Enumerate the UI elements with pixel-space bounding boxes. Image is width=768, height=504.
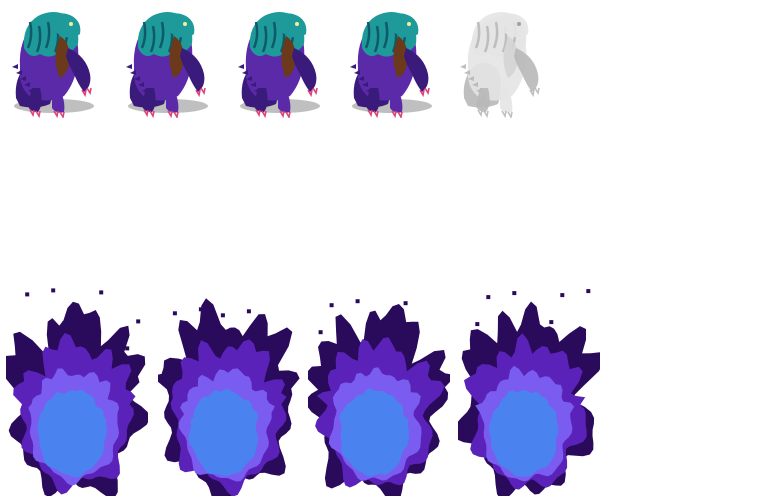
purple-flame-frame-3 [308,299,450,496]
werebear-frame-1 [12,12,94,118]
werebear-frame-4 [350,12,432,118]
werebear-frame-2 [126,12,208,118]
purple-flame-frame-1 [6,288,148,496]
werebear-frame-5 [460,12,540,118]
purple-flame-frame-4 [458,289,600,496]
werebear-frame-3 [238,12,320,118]
purple-flame-frame-2 [158,298,300,496]
